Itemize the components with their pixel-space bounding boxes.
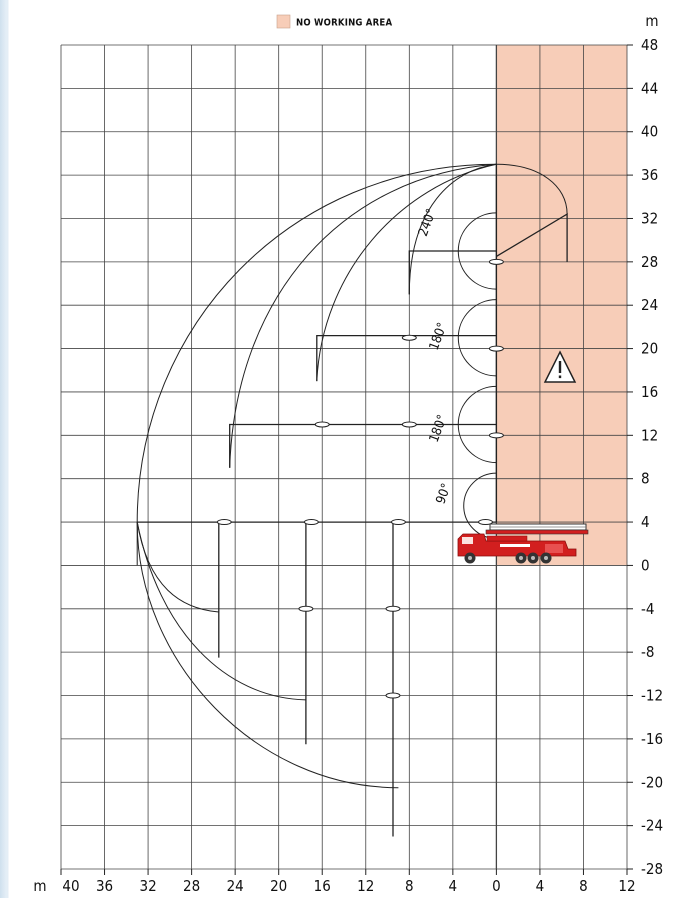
y-tick-label: -16 — [641, 730, 663, 748]
legend-label: NO WORKING AREA — [296, 18, 392, 29]
y-tick-label: 44 — [641, 79, 658, 97]
envelope-curve — [316, 163, 497, 382]
x-tick-label: 24 — [227, 877, 244, 895]
y-tick-label: 48 — [641, 36, 658, 54]
x-tick-label: 20 — [270, 877, 287, 895]
angle-label: 180° — [427, 413, 451, 445]
y-tick-label: 40 — [641, 123, 658, 141]
rotation-arc — [457, 212, 497, 290]
angle-label: 90° — [434, 481, 455, 506]
y-tick-label: 8 — [641, 470, 650, 488]
boom-joint — [478, 519, 493, 526]
y-tick-label: 28 — [641, 253, 658, 271]
y-tick-label: 16 — [641, 383, 658, 401]
legend: NO WORKING AREA — [276, 14, 392, 29]
y-tick-label: -20 — [641, 773, 663, 791]
boom-joint — [303, 519, 319, 526]
y-tick-label: -24 — [641, 817, 663, 835]
boom-joint — [216, 519, 232, 526]
envelope-curve — [229, 163, 497, 468]
legend-swatch — [276, 14, 291, 29]
x-tick-label: 40 — [62, 877, 79, 895]
y-tick-label: 32 — [641, 209, 658, 227]
reach-envelope — [136, 163, 568, 789]
x-tick-label: 12 — [618, 877, 635, 895]
boom-positions — [137, 164, 568, 837]
boom-joint — [314, 421, 330, 428]
y-tick-label: 0 — [641, 556, 650, 574]
envelope-curve — [496, 163, 568, 215]
y-tick-label: 12 — [641, 426, 658, 444]
boom-joint — [488, 345, 504, 352]
envelope-curve — [136, 522, 306, 701]
x-tick-label: 28 — [183, 877, 200, 895]
boom-section — [408, 250, 497, 295]
boom-joint — [298, 605, 314, 612]
boom-joint — [385, 692, 401, 699]
boom-section — [229, 423, 497, 468]
x-tick-label: 12 — [357, 877, 374, 895]
y-tick-label: 20 — [641, 340, 658, 358]
x-tick-label: 32 — [139, 877, 156, 895]
x-tick-label: 4 — [536, 877, 545, 895]
y-tick-label: -12 — [641, 687, 663, 705]
y-tick-label: 24 — [641, 296, 658, 314]
x-tick-label: 8 — [579, 877, 588, 895]
envelope-curve — [136, 163, 497, 789]
boom-joint — [488, 432, 504, 439]
y-tick-label: -28 — [641, 860, 663, 878]
boom-joint — [385, 605, 401, 612]
x-tick-label: 4 — [449, 877, 458, 895]
y-axis-ticks: 48444036322824201612840-4-8-12-16-20-24-… — [627, 36, 663, 878]
boom-joint — [488, 258, 504, 265]
x-tick-label: 16 — [314, 877, 331, 895]
x-axis-unit: m — [33, 877, 46, 895]
y-tick-label: -8 — [641, 643, 654, 661]
angle-label: 240° — [416, 207, 440, 239]
envelope-curve — [408, 163, 497, 295]
rotation-angles: 240° 180° 180° 90° — [416, 207, 455, 506]
boom-section — [496, 212, 568, 262]
boom-joint — [401, 421, 417, 428]
y-axis-unit: m — [645, 12, 658, 30]
boom-joint — [401, 334, 417, 341]
rotation-arc — [457, 385, 497, 464]
x-tick-label: 36 — [96, 877, 113, 895]
x-tick-label: 0 — [492, 877, 501, 895]
y-tick-label: -4 — [641, 600, 654, 618]
rotation-arc — [457, 299, 497, 377]
pump-truck — [457, 523, 589, 564]
y-tick-label: 36 — [641, 166, 658, 184]
warning-triangle-icon — [543, 350, 577, 383]
boom-joint — [390, 519, 406, 526]
x-tick-label: 8 — [405, 877, 414, 895]
y-tick-label: 4 — [641, 513, 650, 531]
boom-section — [316, 334, 497, 382]
angle-label: 180° — [427, 321, 451, 353]
